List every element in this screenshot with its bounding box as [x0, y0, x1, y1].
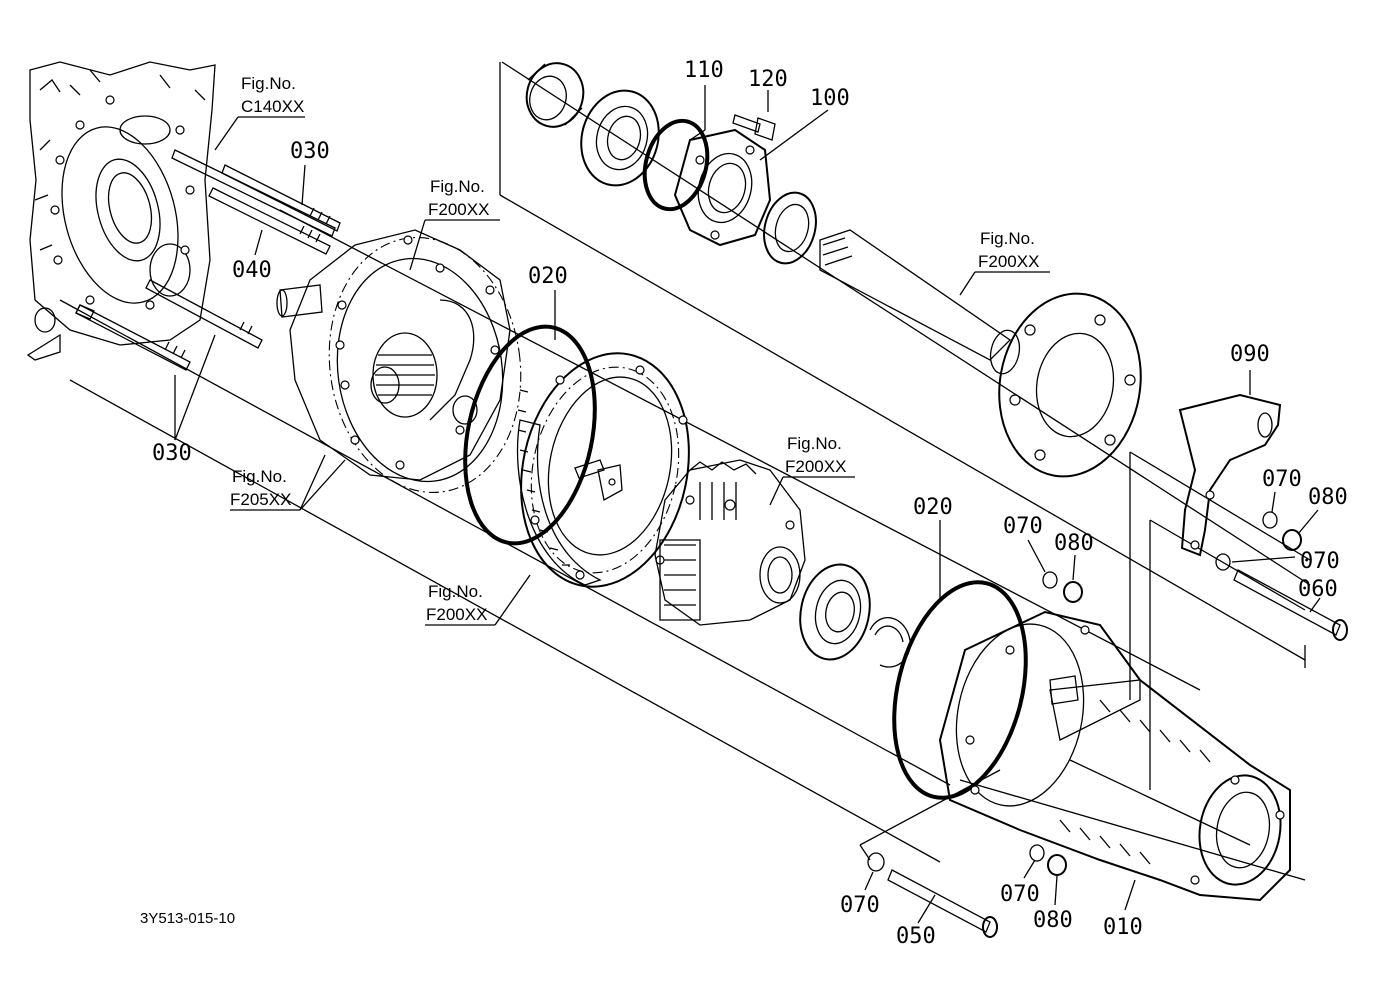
bearing-cage-100 [673, 128, 772, 247]
oil-seal [525, 62, 585, 128]
figure-references: Fig.No. C140XX Fig.No. F200XX Fig.No. F2… [230, 74, 1039, 624]
planet-carrier [654, 459, 806, 626]
drawing-code: 3Y513-015-10 [140, 910, 235, 927]
planetary-housing [276, 229, 522, 493]
label-050: 050 [896, 924, 936, 949]
label-060: 060 [1298, 577, 1338, 602]
part-labels: 110 120 100 030 040 030 020 020 090 070 … [152, 58, 1348, 949]
washers-nuts-right [1215, 511, 1348, 641]
svg-text:Fig.No.: Fig.No. [980, 229, 1035, 248]
svg-text:F200XX: F200XX [785, 457, 846, 476]
label-040: 040 [232, 258, 272, 283]
o-ring-110 [642, 118, 710, 212]
transmission-case [26, 61, 216, 361]
fig-ref-f200xx-top[interactable]: Fig.No. F200XX [428, 177, 489, 219]
fig-ref-c140xx[interactable]: Fig.No. C140XX [241, 74, 304, 116]
label-110: 110 [684, 58, 724, 83]
label-070-left-bottom: 070 [840, 893, 880, 918]
svg-text:C140XX: C140XX [241, 97, 304, 116]
label-070-right-lower: 070 [1300, 549, 1340, 574]
label-080-top: 080 [1054, 531, 1094, 556]
svg-text:F200XX: F200XX [428, 200, 489, 219]
svg-text:Fig.No.: Fig.No. [430, 177, 485, 196]
label-100: 100 [810, 86, 850, 111]
fig-ref-f200xx-carrier[interactable]: Fig.No. F200XX [785, 434, 846, 476]
svg-text:Fig.No.: Fig.No. [787, 434, 842, 453]
label-070-right-upper: 070 [1262, 467, 1302, 492]
fig-ref-f205xx[interactable]: Fig.No. F205XX [230, 467, 291, 509]
axle-housing-010 [938, 610, 1291, 902]
label-090: 090 [1230, 342, 1270, 367]
bearing-upper [580, 89, 660, 187]
label-020-left: 020 [528, 264, 568, 289]
svg-text:F205XX: F205XX [230, 490, 291, 509]
svg-text:Fig.No.: Fig.No. [232, 467, 287, 486]
svg-text:F200XX: F200XX [978, 252, 1039, 271]
label-070-bottom: 070 [1000, 882, 1040, 907]
ring-gear [516, 352, 695, 588]
washers-nuts-top [1042, 571, 1083, 603]
label-120: 120 [748, 67, 788, 92]
label-030-upper: 030 [290, 139, 330, 164]
svg-text:F200XX: F200XX [426, 605, 487, 624]
label-080-bottom: 080 [1033, 908, 1073, 933]
label-070-top: 070 [1003, 514, 1043, 539]
label-020-right: 020 [913, 495, 953, 520]
label-010: 010 [1103, 915, 1143, 940]
bracket-090 [1178, 393, 1282, 557]
fig-ref-f200xx-bottom[interactable]: Fig.No. F200XX [426, 582, 487, 624]
bearing-middle [799, 563, 911, 668]
stud-bolts-lower [75, 279, 263, 371]
label-030-lower: 030 [152, 441, 192, 466]
fig-ref-f200xx-shaft[interactable]: Fig.No. F200XX [978, 229, 1039, 271]
bolt-120 [732, 114, 776, 141]
collar [763, 191, 817, 265]
washers-nuts-bottom [867, 844, 1067, 938]
label-080-right: 080 [1308, 485, 1348, 510]
stud-bolts-upper [171, 149, 341, 255]
svg-text:Fig.No.: Fig.No. [241, 74, 296, 93]
axle-shaft [819, 229, 1142, 478]
o-ring-left [463, 324, 597, 546]
svg-text:Fig.No.: Fig.No. [428, 582, 483, 601]
o-ring-right [892, 580, 1028, 800]
leader-lines [174, 85, 1321, 924]
